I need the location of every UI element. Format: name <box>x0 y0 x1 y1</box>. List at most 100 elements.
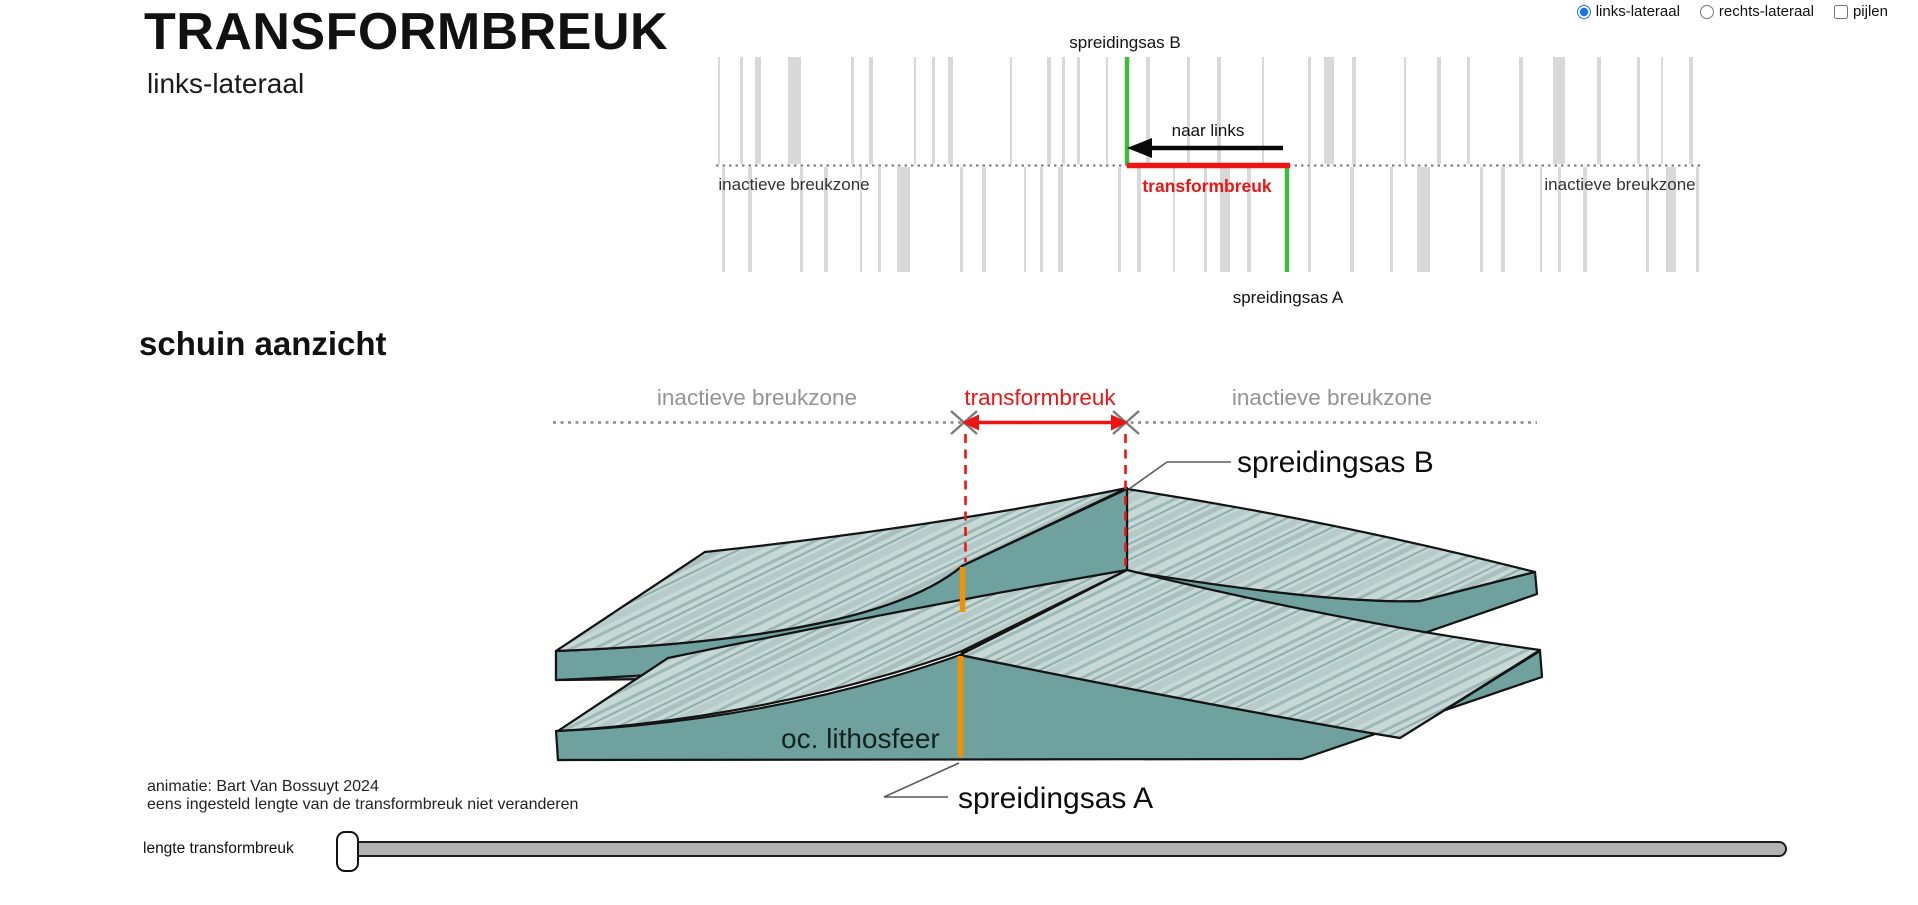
transform-length-slider-track[interactable] <box>338 841 1787 857</box>
radio-rechts-lateraal-label: rechts-lateraal <box>1718 3 1814 20</box>
map-crust-stripe <box>1519 57 1523 164</box>
map-label-inactieve-left: inactieve breukzone <box>718 175 869 194</box>
map-crust-stripe <box>1501 167 1505 272</box>
map-crust-stripe <box>1220 167 1230 272</box>
page-title: TRANSFORMBREUK <box>144 3 669 61</box>
radio-links-lateraal-label: links-lateraal <box>1595 3 1680 20</box>
credit-text: animatie: Bart Van Bossuyt 2024 <box>147 778 379 795</box>
map-crust-stripe <box>1324 57 1334 164</box>
map-crust-stripe <box>1583 167 1587 272</box>
map-crust-stripe <box>1137 167 1141 272</box>
oblique-label-spreidingsas-a: spreidingsas A <box>958 782 1153 815</box>
map-crust-stripe <box>718 57 720 164</box>
map-crust-stripe <box>860 167 862 272</box>
map-crust-stripe <box>1024 167 1026 272</box>
oblique-view-diagram: inactieve breukzone transformbreuk inact… <box>553 385 1544 815</box>
map-crust-stripe <box>1597 57 1601 164</box>
map-crust-stripe <box>748 167 752 272</box>
map-crust-stripe <box>1077 57 1080 164</box>
map-crust-stripe <box>960 167 963 272</box>
map-crust-stripe <box>1480 167 1483 272</box>
page-subtitle: links-lateraal <box>147 68 305 99</box>
oblique-label-inactieve-left: inactieve breukzone <box>657 385 857 410</box>
map-crust-stripe <box>897 167 910 272</box>
map-crust-stripe <box>1187 57 1190 164</box>
map-crust-stripe <box>1040 167 1043 272</box>
back-plate-left-top-surface <box>554 486 1129 653</box>
checkbox-pijlen[interactable]: pijlen <box>1833 3 1888 20</box>
oblique-view-heading: schuin aanzicht <box>139 325 387 362</box>
map-crust-stripe <box>1689 57 1693 164</box>
map-crust-stripe <box>1146 57 1150 164</box>
map-crust-stripe <box>1118 167 1121 272</box>
oblique-label-transformbreuk: transformbreuk <box>964 385 1116 410</box>
map-crust-stripe <box>932 57 935 164</box>
map-label-transformbreuk: transformbreuk <box>1142 176 1272 196</box>
back-plate-right-top-surface <box>1125 487 1537 603</box>
map-crust-stripe <box>869 57 873 164</box>
slider-label: lengte transformbreuk <box>143 840 294 857</box>
front-plate-left-top-surface <box>556 568 1129 733</box>
map-crust-stripe <box>1417 167 1430 272</box>
transform-length-arrow-head-left <box>962 414 979 431</box>
map-crust-stripe <box>722 167 725 272</box>
map-label-naar-links: naar links <box>1172 121 1245 140</box>
projection-dashed-lines <box>964 434 1127 566</box>
transform-length-arrow-head-right <box>1111 414 1128 431</box>
map-crust-stripe <box>1666 167 1676 272</box>
checkbox-pijlen-input[interactable] <box>1833 4 1848 19</box>
map-crust-stripe <box>1637 57 1640 164</box>
map-crust-stripe <box>1047 57 1051 164</box>
spreidingsas-a-leader-line <box>883 762 960 798</box>
map-crust-stripe <box>851 57 854 164</box>
map-crust-stripe <box>1696 167 1699 272</box>
map-crust-stripe <box>1262 57 1264 164</box>
mode-controls: links-lateraal rechts-lateraal pijlen <box>1576 3 1888 20</box>
map-label-spreidingsas-a: spreidingsas A <box>1233 288 1344 307</box>
spreidingsas-b-leader-line <box>1128 461 1231 490</box>
map-crust-stripe <box>1173 167 1175 272</box>
map-crust-stripe <box>1247 167 1251 272</box>
map-crust-stripe <box>1467 57 1470 164</box>
map-crust-stripe <box>1308 167 1311 272</box>
radio-rechts-lateraal-input[interactable] <box>1699 4 1714 19</box>
map-crust-stripe <box>1404 57 1406 164</box>
lithosphere-block <box>554 486 1544 762</box>
map-view-diagram: spreidingsas B spreidingsas A naar links… <box>716 33 1700 307</box>
map-crust-stripe <box>824 167 828 272</box>
radio-links-lateraal[interactable]: links-lateraal <box>1576 3 1680 20</box>
transform-length-slider-thumb[interactable] <box>336 831 359 872</box>
oblique-label-lithosfeer: oc. lithosfeer <box>781 723 940 754</box>
map-label-spreidingsas-b: spreidingsas B <box>1069 33 1181 52</box>
radio-links-lateraal-input[interactable] <box>1576 4 1591 19</box>
map-crust-stripe <box>1553 57 1565 164</box>
map-crust-stripe <box>1646 167 1649 272</box>
map-crust-stripe <box>1010 57 1012 164</box>
map-crust-stripe <box>1308 57 1311 164</box>
map-crust-stripe <box>755 57 761 164</box>
oblique-label-spreidingsas-b: spreidingsas B <box>1237 446 1434 479</box>
map-label-inactieve-right: inactieve breukzone <box>1544 175 1695 194</box>
map-stripes-bottom <box>722 167 1699 272</box>
map-crust-stripe <box>878 167 881 272</box>
map-crust-stripe <box>1217 57 1221 164</box>
map-crust-stripe <box>982 167 986 272</box>
map-crust-stripe <box>740 57 743 164</box>
map-crust-stripe <box>948 57 953 164</box>
map-crust-stripe <box>800 167 803 272</box>
map-crust-stripe <box>1106 57 1108 164</box>
map-crust-stripe <box>1352 57 1356 164</box>
map-crust-stripe <box>1204 167 1207 272</box>
radio-rechts-lateraal[interactable]: rechts-lateraal <box>1699 3 1814 20</box>
map-crust-stripe <box>1661 57 1663 164</box>
front-plate-right-top-surface <box>958 568 1542 740</box>
map-crust-stripe <box>1058 167 1063 272</box>
oblique-label-inactieve-right: inactieve breukzone <box>1232 385 1432 410</box>
map-motion-arrow-head <box>1127 138 1152 158</box>
map-crust-stripe <box>1558 167 1561 272</box>
checkbox-pijlen-label: pijlen <box>1852 3 1888 20</box>
map-crust-stripe <box>1540 167 1542 272</box>
map-crust-stripe <box>788 57 801 164</box>
map-crust-stripe <box>1350 167 1354 272</box>
map-stripes-top <box>718 57 1693 164</box>
